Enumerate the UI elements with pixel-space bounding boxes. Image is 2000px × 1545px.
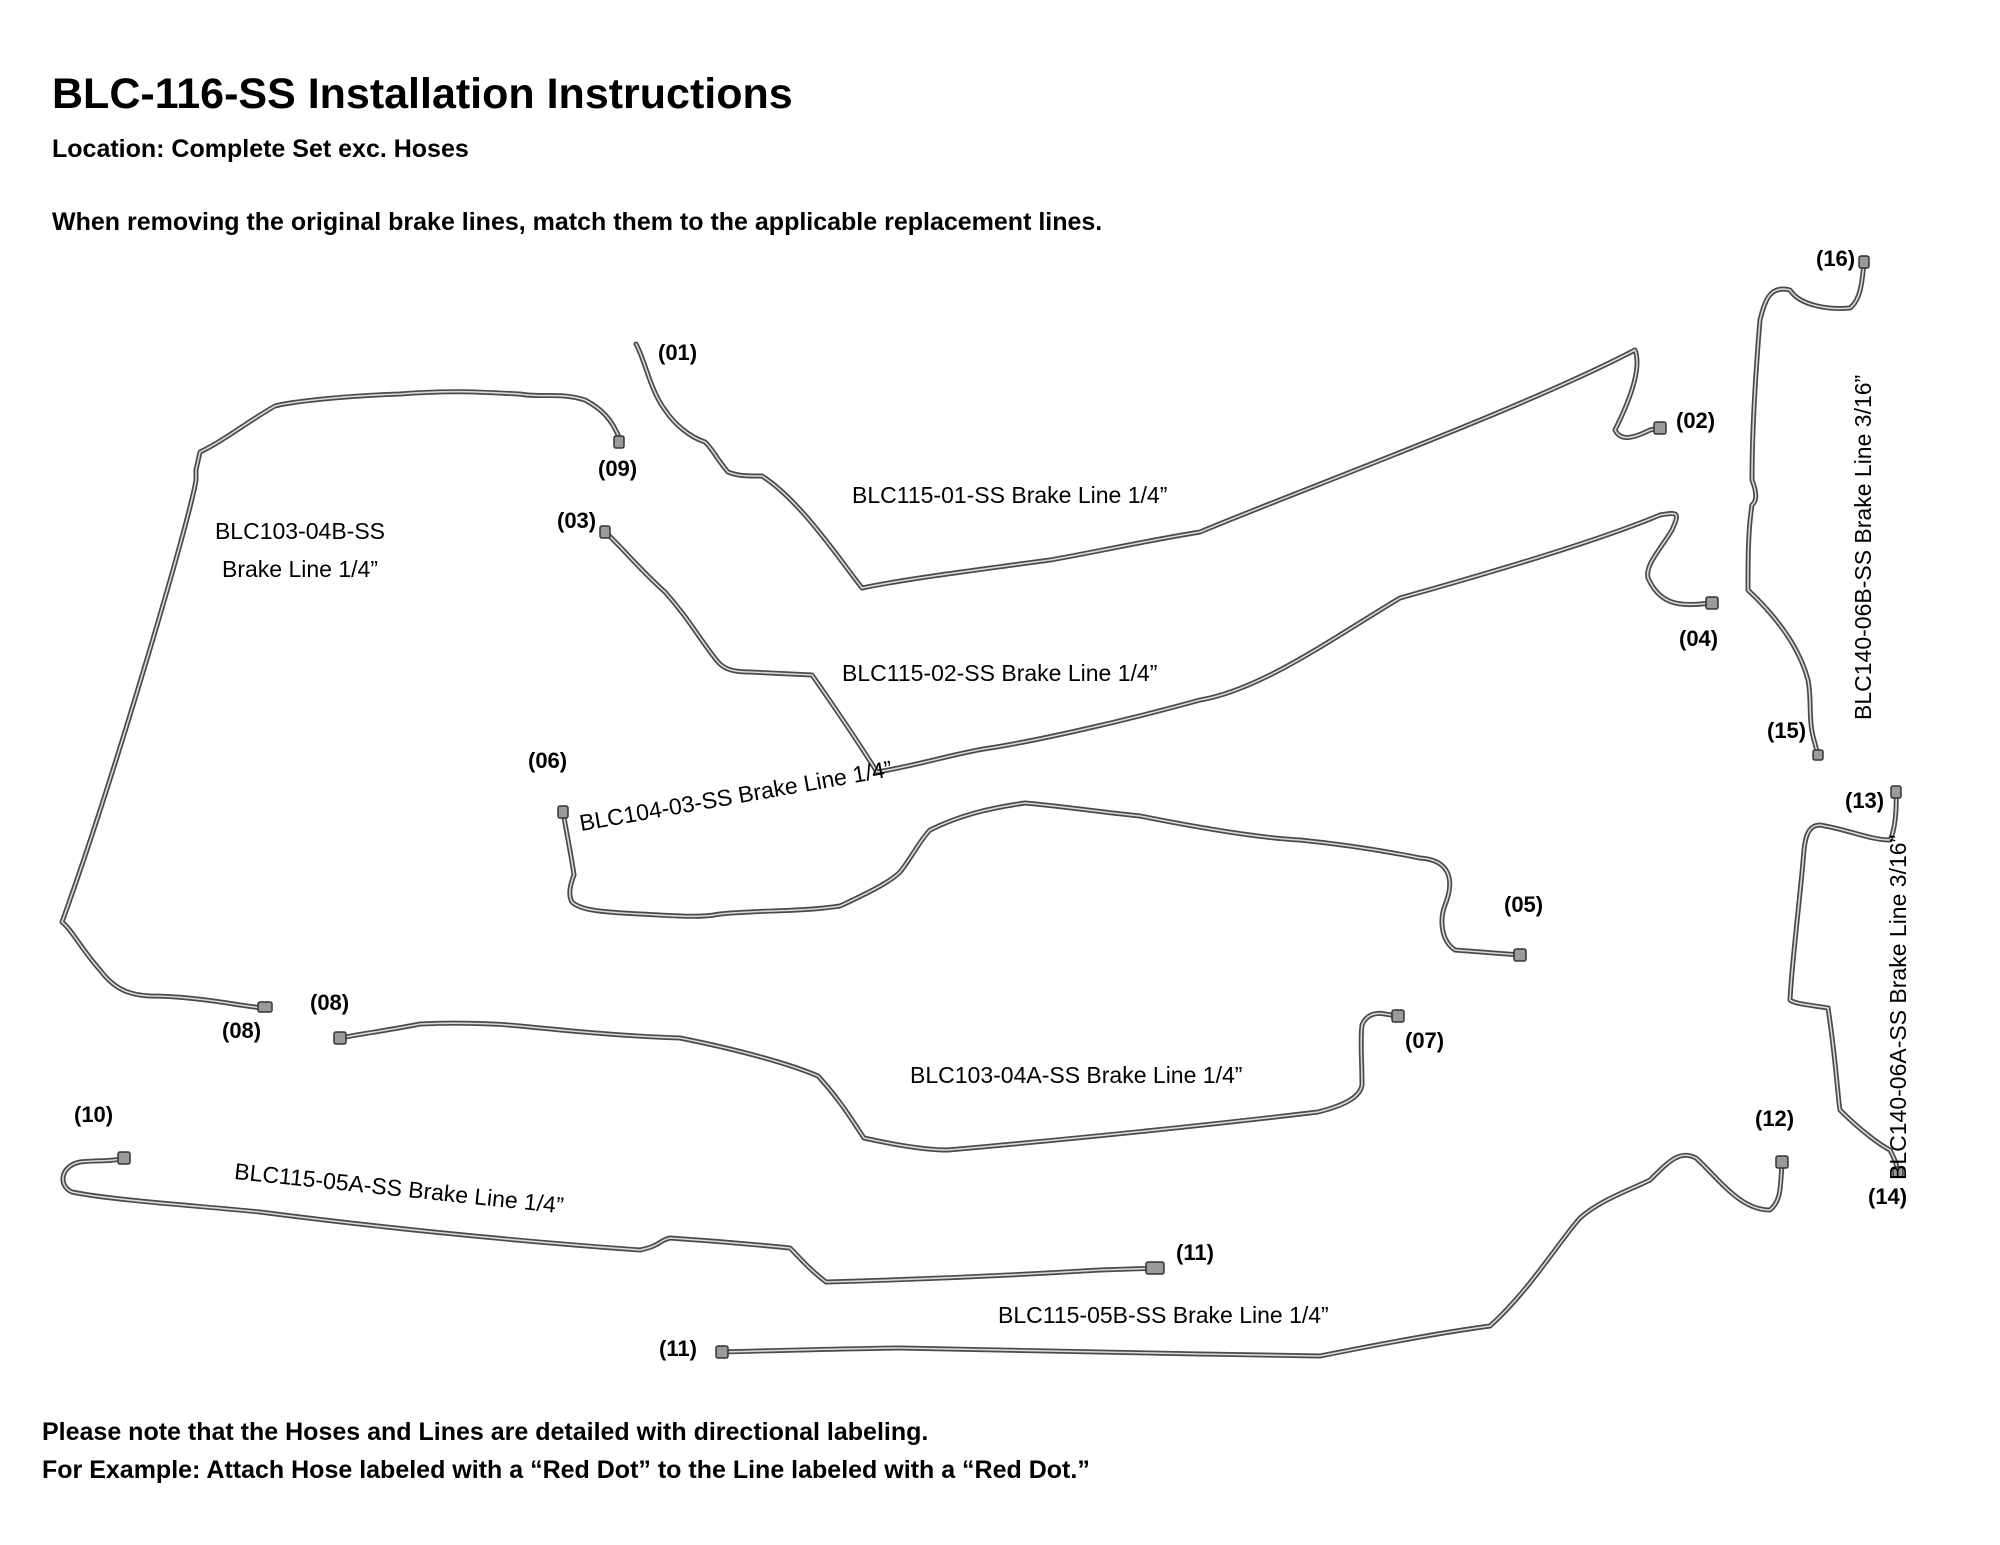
point-label-16: (16) — [1816, 246, 1856, 271]
line-blc115-05b — [715, 1152, 1789, 1359]
point-label-08-left: (08) — [222, 1018, 262, 1043]
line-blc103-04b — [59, 389, 625, 1013]
line-label-blc115-05b: BLC115-05B-SS Brake Line 1/4” — [998, 1302, 1329, 1328]
point-label-10: (10) — [74, 1102, 114, 1127]
line-label-blc140-06b: BLC140-06B-SS Brake Line 3/16” — [1850, 374, 1876, 720]
page-title: BLC-116-SS Installation Instructions — [52, 70, 793, 118]
location-subtitle: Location: Complete Set exc. Hoses — [52, 135, 469, 163]
line-label-blc103-04b-size: Brake Line 1/4” — [222, 556, 378, 582]
point-label-03: (03) — [557, 508, 597, 533]
point-label-15: (15) — [1767, 718, 1807, 743]
line-label-blc103-04b: BLC103-04B-SS Brake Line 1/4” — [190, 512, 410, 588]
point-label-09: (09) — [598, 456, 638, 481]
line-label-blc103-04b-part: BLC103-04B-SS — [214, 518, 386, 544]
point-label-11-upper: (11) — [1176, 1240, 1214, 1265]
point-label-14: (14) — [1868, 1184, 1908, 1209]
line-label-blc103-04a: BLC103-04A-SS Brake Line 1/4” — [910, 1062, 1243, 1088]
line-label-blc140-06a: BLC140-06A-SS Brake Line 3/16” — [1885, 834, 1911, 1180]
instruction-text: When removing the original brake lines, … — [52, 208, 1103, 236]
line-label-blc115-02: BLC115-02-SS Brake Line 1/4” — [842, 660, 1158, 686]
point-label-13: (13) — [1845, 788, 1885, 813]
point-label-07: (07) — [1405, 1028, 1445, 1053]
line-blc104-03 — [557, 800, 1527, 962]
point-label-06: (06) — [528, 748, 568, 773]
line-blc140-06a — [1787, 785, 1904, 1178]
line-blc115-02 — [599, 511, 1719, 775]
line-blc103-04a — [333, 1009, 1405, 1153]
footer-note-2: For Example: Attach Hose labeled with a … — [42, 1456, 1090, 1484]
footer-note-1: Please note that the Hoses and Lines are… — [42, 1418, 929, 1446]
point-label-01: (01) — [658, 340, 698, 365]
line-blc115-05a — [60, 1151, 1165, 1285]
line-blc140-06b — [1745, 255, 1870, 761]
point-label-08-right: (08) — [310, 990, 350, 1015]
line-label-blc115-01: BLC115-01-SS Brake Line 1/4” — [852, 482, 1168, 508]
point-label-04: (04) — [1679, 626, 1719, 651]
point-label-02: (02) — [1676, 408, 1716, 433]
point-label-12: (12) — [1755, 1106, 1795, 1131]
point-label-05: (05) — [1504, 892, 1544, 917]
point-label-11-lower: (11) — [659, 1336, 697, 1361]
line-blc115-01 — [633, 341, 1667, 591]
